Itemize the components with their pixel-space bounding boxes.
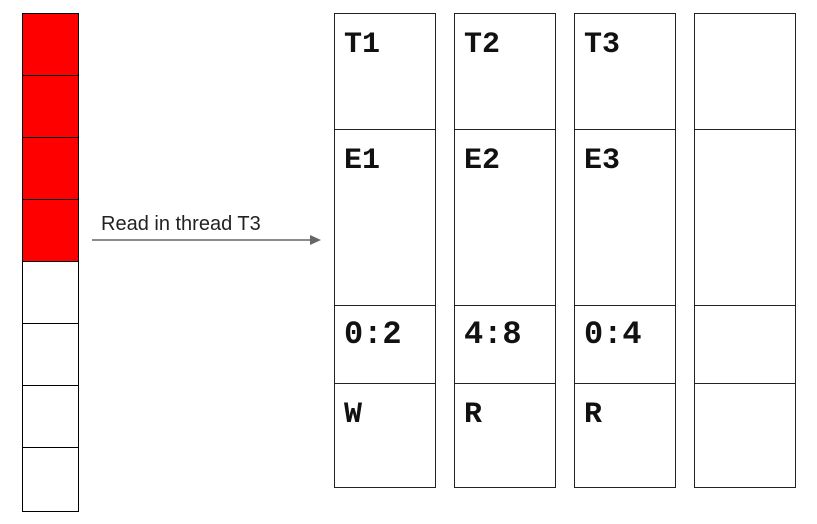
op-label: W	[344, 398, 363, 432]
thread-cell: T1	[335, 14, 435, 130]
memory-cell-5	[22, 261, 79, 324]
op-cell	[695, 384, 795, 487]
range-cell: 0:4	[575, 306, 675, 384]
thread-id: T3	[584, 28, 621, 62]
op-label: R	[584, 398, 603, 432]
epoch-label: E2	[464, 144, 501, 178]
epoch-cell: E1	[335, 130, 435, 306]
op-cell: R	[455, 384, 555, 487]
thread-column-4	[694, 13, 796, 488]
memory-cell-6	[22, 323, 79, 386]
thread-cell: T2	[455, 14, 555, 130]
op-cell: R	[575, 384, 675, 487]
thread-cell	[695, 14, 795, 130]
thread-id: T1	[344, 28, 381, 62]
right-arrow-icon	[92, 235, 321, 245]
epoch-label: E3	[584, 144, 621, 178]
range-label: 4:8	[464, 316, 522, 353]
range-label: 0:2	[344, 316, 402, 353]
thread-column-3: T3 E3 0:4 R	[574, 13, 676, 488]
range-cell: 4:8	[455, 306, 555, 384]
thread-id: T2	[464, 28, 501, 62]
op-label: R	[464, 398, 483, 432]
memory-cell-4	[22, 199, 79, 262]
range-cell	[695, 306, 795, 384]
memory-cell-7	[22, 385, 79, 448]
thread-column-1: T1 E1 0:2 W	[334, 13, 436, 488]
epoch-cell: E3	[575, 130, 675, 306]
arrow-label: Read in thread T3	[101, 213, 261, 235]
memory-cell-2	[22, 75, 79, 138]
memory-cell-8	[22, 447, 79, 512]
op-cell: W	[335, 384, 435, 487]
range-label: 0:4	[584, 316, 642, 353]
epoch-cell	[695, 130, 795, 306]
thread-cell: T3	[575, 14, 675, 130]
thread-column-2: T2 E2 4:8 R	[454, 13, 556, 488]
epoch-label: E1	[344, 144, 381, 178]
epoch-cell: E2	[455, 130, 555, 306]
memory-cell-3	[22, 137, 79, 200]
range-cell: 0:2	[335, 306, 435, 384]
memory-cell-1	[22, 13, 79, 76]
